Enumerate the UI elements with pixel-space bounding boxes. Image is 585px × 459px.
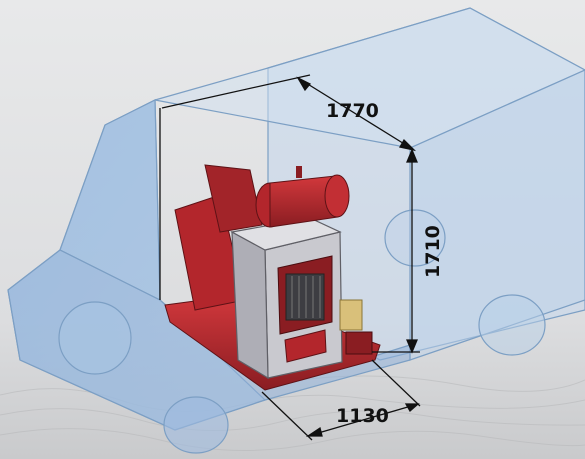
dim-length-arrow-start [296, 76, 312, 92]
dim-width-ext-right [371, 359, 421, 407]
equipment-cabinet-side [231, 230, 269, 380]
dim-length-label: 1770 [326, 100, 379, 122]
dim-width-ext-left [261, 391, 313, 441]
dim-height-label: 1710 [422, 225, 444, 278]
dim-length-line [161, 74, 311, 109]
dim-height-arrow-top [406, 148, 418, 163]
equipment-side-box [339, 299, 363, 331]
dim-height-arrow-bottom [406, 339, 418, 354]
van-body [7, 7, 585, 454]
rear-wheel-inner [384, 209, 446, 267]
equipment-motor [345, 331, 373, 355]
equipment-hopper [204, 164, 263, 233]
dim-length-line-2 [297, 77, 415, 151]
dim-width-arrow-left [305, 426, 323, 437]
equipment-lower-box [284, 329, 327, 363]
dimension-lines [159, 74, 421, 441]
cargo-box-top [154, 7, 585, 149]
front-wheel-near [163, 396, 229, 454]
cargo-box-side [409, 69, 585, 361]
dim-width-line [307, 403, 419, 437]
front-wheel [58, 301, 132, 375]
pressure-tank [255, 166, 350, 228]
grate-bars [291, 276, 321, 318]
dim-length-arrow-end [398, 138, 417, 152]
dim-width-arrow-right [404, 403, 420, 413]
equipment [164, 164, 381, 391]
dim-width-label: 1130 [336, 405, 389, 427]
rear-far-wheel [478, 294, 546, 356]
